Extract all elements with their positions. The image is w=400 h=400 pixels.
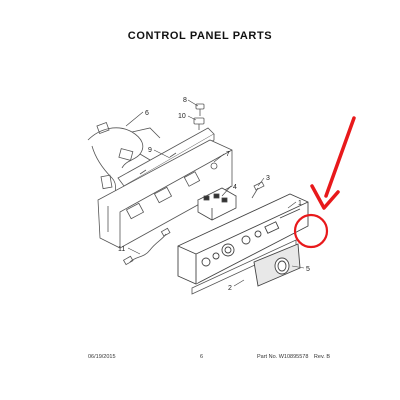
sensor-wire-part-11 — [122, 227, 171, 266]
callout-11: 11 — [118, 246, 125, 253]
callout-9: 9 — [148, 147, 152, 154]
part-label: Part No. — [257, 354, 278, 360]
fastener-part-8 — [195, 103, 205, 116]
footer-part-number: Part No. W10895578 Rev. B — [257, 354, 330, 360]
console-part-1 — [177, 193, 309, 285]
callout-5: 5 — [306, 266, 310, 273]
knob-part-5 — [253, 243, 301, 287]
highlight-circle — [293, 213, 329, 249]
leader-lines — [125, 99, 305, 287]
fastener-part-10 — [193, 117, 205, 130]
screw-part-3 — [251, 181, 265, 199]
part-number: W10895578 — [278, 354, 309, 360]
page-title: CONTROL PANEL PARTS — [127, 30, 273, 42]
rear-frame-part-7 — [97, 139, 233, 249]
callout-3: 3 — [266, 175, 270, 182]
callout-7: 7 — [226, 151, 230, 158]
rev-value: B — [326, 354, 331, 360]
callout-4: 4 — [233, 184, 237, 191]
red-arrow-head-icon — [310, 184, 340, 210]
callout-10: 10 — [178, 113, 186, 120]
footer-page-number: 6 — [200, 354, 204, 360]
red-arrow-icon — [324, 116, 356, 198]
callout-1: 1 — [298, 200, 302, 207]
red-annotation — [293, 116, 356, 249]
callout-8: 8 — [183, 97, 187, 104]
control-board-part-4 — [197, 187, 237, 221]
footer-date: 06/19/2015 — [88, 354, 116, 360]
rev-label: Rev. — [313, 354, 325, 360]
callout-2: 2 — [228, 285, 232, 292]
callout-6: 6 — [145, 110, 149, 117]
